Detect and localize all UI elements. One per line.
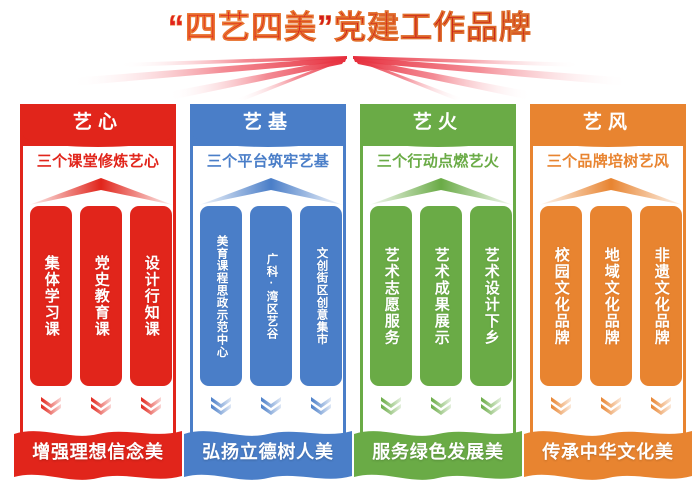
column-subtitle-yiji: 三个平台筑牢艺基: [206, 153, 330, 170]
column-body-yiji: 艺基三个平台筑牢艺基美育课程思政示范中心广科·湾区艺谷文创街区创意集市: [190, 104, 346, 454]
chevron-group-yixin: [30, 392, 172, 418]
header-notch: [363, 135, 513, 147]
column-header-yihuo: 艺火: [363, 104, 513, 147]
pill-yixin-1[interactable]: 集体学习课: [30, 206, 72, 386]
pill-yifeng-1[interactable]: 校园文化品牌: [540, 206, 582, 386]
pill-group-yixin: 集体学习课党史教育课设计行知课: [30, 206, 172, 386]
up-arrow-icon: [197, 176, 345, 206]
chevron-group-yihuo: [370, 392, 512, 418]
column-subtitle-yixin: 三个课堂修炼艺心: [36, 153, 160, 170]
column-body-yihuo: 艺火三个行动点燃艺火艺术志愿服务艺术成果展示艺术设计下乡: [360, 104, 516, 454]
footer-label-yiji: 弘扬立德树人美: [202, 442, 334, 462]
double-chevron-down-icon: [540, 392, 582, 418]
pill-group-yihuo: 艺术志愿服务艺术成果展示艺术设计下乡: [370, 206, 512, 386]
page-title: “四艺四美”党建工作品牌: [0, 8, 700, 46]
pill-yixin-2[interactable]: 党史教育课: [80, 206, 122, 386]
pill-yifeng-2[interactable]: 地域文化品牌: [590, 206, 632, 386]
footer-banner-yixin: [14, 424, 182, 486]
column-header-yiji: 艺基: [193, 104, 343, 147]
header-notch: [533, 135, 683, 147]
column-yixin: 艺心三个课堂修炼艺心集体学习课党史教育课设计行知课增强理想信念美: [14, 104, 182, 490]
pill-group-yifeng: 校园文化品牌地域文化品牌非遗文化品牌: [540, 206, 682, 386]
column-subtitle-yifeng: 三个品牌培树艺风: [546, 153, 670, 170]
footer-banner-yihuo: [354, 424, 522, 486]
column-header-yixin: 艺心: [23, 104, 173, 147]
pill-yixin-3[interactable]: 设计行知课: [130, 206, 172, 386]
footer-label-yixin: 增强理想信念美: [32, 442, 164, 462]
column-yihuo: 艺火三个行动点燃艺火艺术志愿服务艺术成果展示艺术设计下乡服务绿色发展美: [354, 104, 522, 490]
chevron-group-yifeng: [540, 392, 682, 418]
up-arrow-icon: [537, 176, 685, 206]
pill-yiji-2[interactable]: 广科·湾区艺谷: [250, 206, 292, 386]
pill-group-yiji: 美育课程思政示范中心广科·湾区艺谷文创街区创意集市: [200, 206, 342, 386]
column-body-yixin: 艺心三个课堂修炼艺心集体学习课党史教育课设计行知课: [20, 104, 176, 454]
column-yifeng: 艺风三个品牌培树艺风校园文化品牌地域文化品牌非遗文化品牌传承中华文化美: [524, 104, 692, 490]
double-chevron-down-icon: [300, 392, 342, 418]
double-chevron-down-icon: [30, 392, 72, 418]
header-notch: [23, 135, 173, 147]
pill-yiji-1[interactable]: 美育课程思政示范中心: [200, 206, 242, 386]
double-chevron-down-icon: [250, 392, 292, 418]
up-arrow-icon: [367, 176, 515, 206]
double-chevron-down-icon: [420, 392, 462, 418]
pill-yihuo-2[interactable]: 艺术成果展示: [420, 206, 462, 386]
footer-banner-yiji: [184, 424, 352, 486]
radiating-rays-decoration: [70, 56, 630, 100]
pill-yihuo-1[interactable]: 艺术志愿服务: [370, 206, 412, 386]
double-chevron-down-icon: [640, 392, 682, 418]
pill-yiji-3[interactable]: 文创街区创意集市: [300, 206, 342, 386]
double-chevron-down-icon: [200, 392, 242, 418]
double-chevron-down-icon: [80, 392, 122, 418]
double-chevron-down-icon: [470, 392, 512, 418]
footer-banner-yifeng: [524, 424, 692, 486]
pill-yifeng-3[interactable]: 非遗文化品牌: [640, 206, 682, 386]
double-chevron-down-icon: [370, 392, 412, 418]
pill-yihuo-3[interactable]: 艺术设计下乡: [470, 206, 512, 386]
up-arrow-icon: [27, 176, 175, 206]
brand-columns: 艺心三个课堂修炼艺心集体学习课党史教育课设计行知课增强理想信念美艺基三个平台筑牢…: [0, 104, 700, 490]
column-subtitle-yihuo: 三个行动点燃艺火: [376, 153, 500, 170]
column-body-yifeng: 艺风三个品牌培树艺风校园文化品牌地域文化品牌非遗文化品牌: [530, 104, 686, 454]
chevron-group-yiji: [200, 392, 342, 418]
footer-label-yifeng: 传承中华文化美: [542, 442, 674, 462]
title-area: “四艺四美”党建工作品牌: [0, 0, 700, 100]
header-notch: [193, 135, 343, 147]
double-chevron-down-icon: [590, 392, 632, 418]
column-yiji: 艺基三个平台筑牢艺基美育课程思政示范中心广科·湾区艺谷文创街区创意集市弘扬立德树…: [184, 104, 352, 490]
footer-label-yihuo: 服务绿色发展美: [372, 442, 504, 462]
double-chevron-down-icon: [130, 392, 172, 418]
column-header-yifeng: 艺风: [533, 104, 683, 147]
